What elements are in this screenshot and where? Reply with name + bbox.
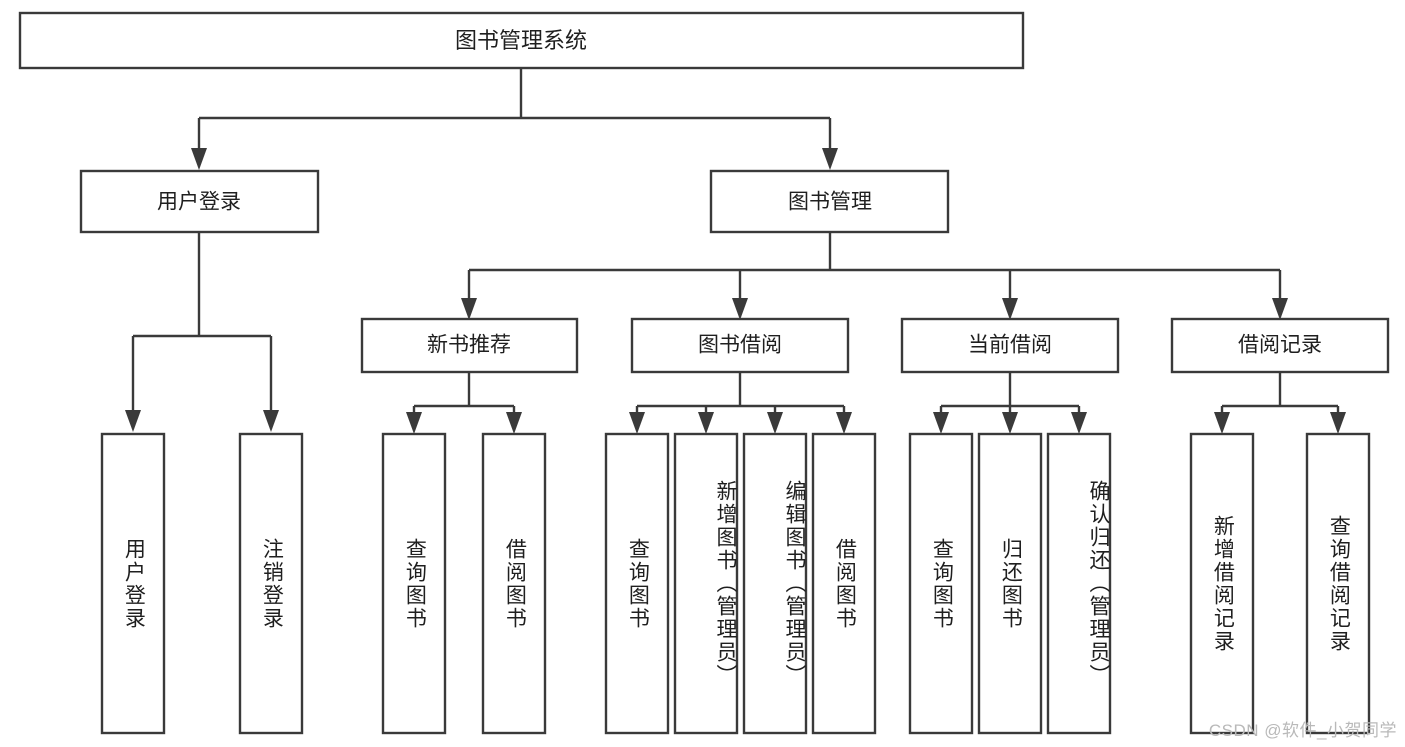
connector-borrow-record-to-leaves: [1214, 372, 1346, 434]
node-current-borrow[interactable]: 当前借阅: [900, 317, 1120, 374]
connector-book-borrow-to-leaves: [629, 372, 852, 434]
arrow-head-level3-3: [1002, 298, 1018, 320]
connector-user-login-to-leaves: [125, 232, 279, 432]
arrow-head-borrow-record-1: [1214, 412, 1230, 434]
arrow-head-root-1: [191, 148, 207, 170]
leaf-box-query-book-current[interactable]: [908, 432, 974, 735]
root-box[interactable]: [18, 11, 1025, 70]
connector-book-management-to-level3: [461, 232, 1288, 320]
new-book-recommend-label: 新书推荐: [427, 334, 511, 357]
arrow-head-book-borrow-3: [767, 412, 783, 434]
node-new-book-recommend[interactable]: 新书推荐: [360, 317, 579, 374]
arrow-head-current-borrow-2: [1002, 412, 1018, 434]
connector-root-to-level2: [191, 68, 838, 170]
leaf-box-query-book-new[interactable]: [381, 432, 447, 735]
node-borrow-record[interactable]: 借阅记录: [1170, 317, 1390, 374]
arrow-head-new-book-2: [506, 412, 522, 434]
leaf-box-confirm-return-admin[interactable]: [1046, 432, 1112, 735]
leaf-box-add-borrow-record[interactable]: [1189, 432, 1255, 735]
root-label: 图书管理系统: [455, 28, 587, 53]
node-book-management[interactable]: 图书管理: [709, 169, 950, 234]
book-management-box[interactable]: [709, 169, 950, 234]
leaf-box-return-book[interactable]: [977, 432, 1043, 735]
arrow-head-book-borrow-2: [698, 412, 714, 434]
arrow-head-user-login-2: [263, 410, 279, 432]
leaf-box-borrow-book[interactable]: [811, 432, 877, 735]
current-borrow-label: 当前借阅: [968, 334, 1052, 357]
arrow-head-level3-4: [1272, 298, 1288, 320]
borrow-record-box[interactable]: [1170, 317, 1390, 374]
leaf-box-borrow-book-new[interactable]: [481, 432, 547, 735]
leaf-box-query-borrow-record[interactable]: [1305, 432, 1371, 735]
connector-current-borrow-to-leaves: [933, 372, 1087, 434]
node-book-borrow[interactable]: 图书借阅: [630, 317, 850, 374]
arrow-head-book-borrow-4: [836, 412, 852, 434]
arrow-head-book-borrow-1: [629, 412, 645, 434]
arrow-head-current-borrow-1: [933, 412, 949, 434]
arrow-head-borrow-record-2: [1330, 412, 1346, 434]
new-book-recommend-box[interactable]: [360, 317, 579, 374]
arrow-head-root-2: [822, 148, 838, 170]
book-borrow-label: 图书借阅: [698, 334, 782, 357]
leaf-box-logout[interactable]: [238, 432, 304, 735]
current-borrow-box[interactable]: [900, 317, 1120, 374]
book-borrow-box[interactable]: [630, 317, 850, 374]
leaf-box-query-book-borrow[interactable]: [604, 432, 670, 735]
arrow-head-user-login-1: [125, 410, 141, 432]
arrow-head-current-borrow-3: [1071, 412, 1087, 434]
leaf-box-user-login[interactable]: [100, 432, 166, 735]
book-management-label: 图书管理: [788, 191, 872, 214]
leaf-box-add-book-admin[interactable]: [673, 432, 739, 735]
arrow-head-level3-2: [732, 298, 748, 320]
node-root[interactable]: 图书管理系统: [18, 11, 1025, 70]
node-user-login[interactable]: 用户登录: [79, 169, 320, 234]
arrow-head-level3-1: [461, 298, 477, 320]
watermark-text: CSDN @软件_小贺同学: [1208, 721, 1397, 740]
arrow-head-new-book-1: [406, 412, 422, 434]
borrow-record-label: 借阅记录: [1238, 334, 1322, 357]
leaf-box-edit-book-admin[interactable]: [742, 432, 808, 735]
user-login-label: 用户登录: [157, 191, 241, 214]
connector-new-book-to-leaves: [406, 372, 522, 434]
